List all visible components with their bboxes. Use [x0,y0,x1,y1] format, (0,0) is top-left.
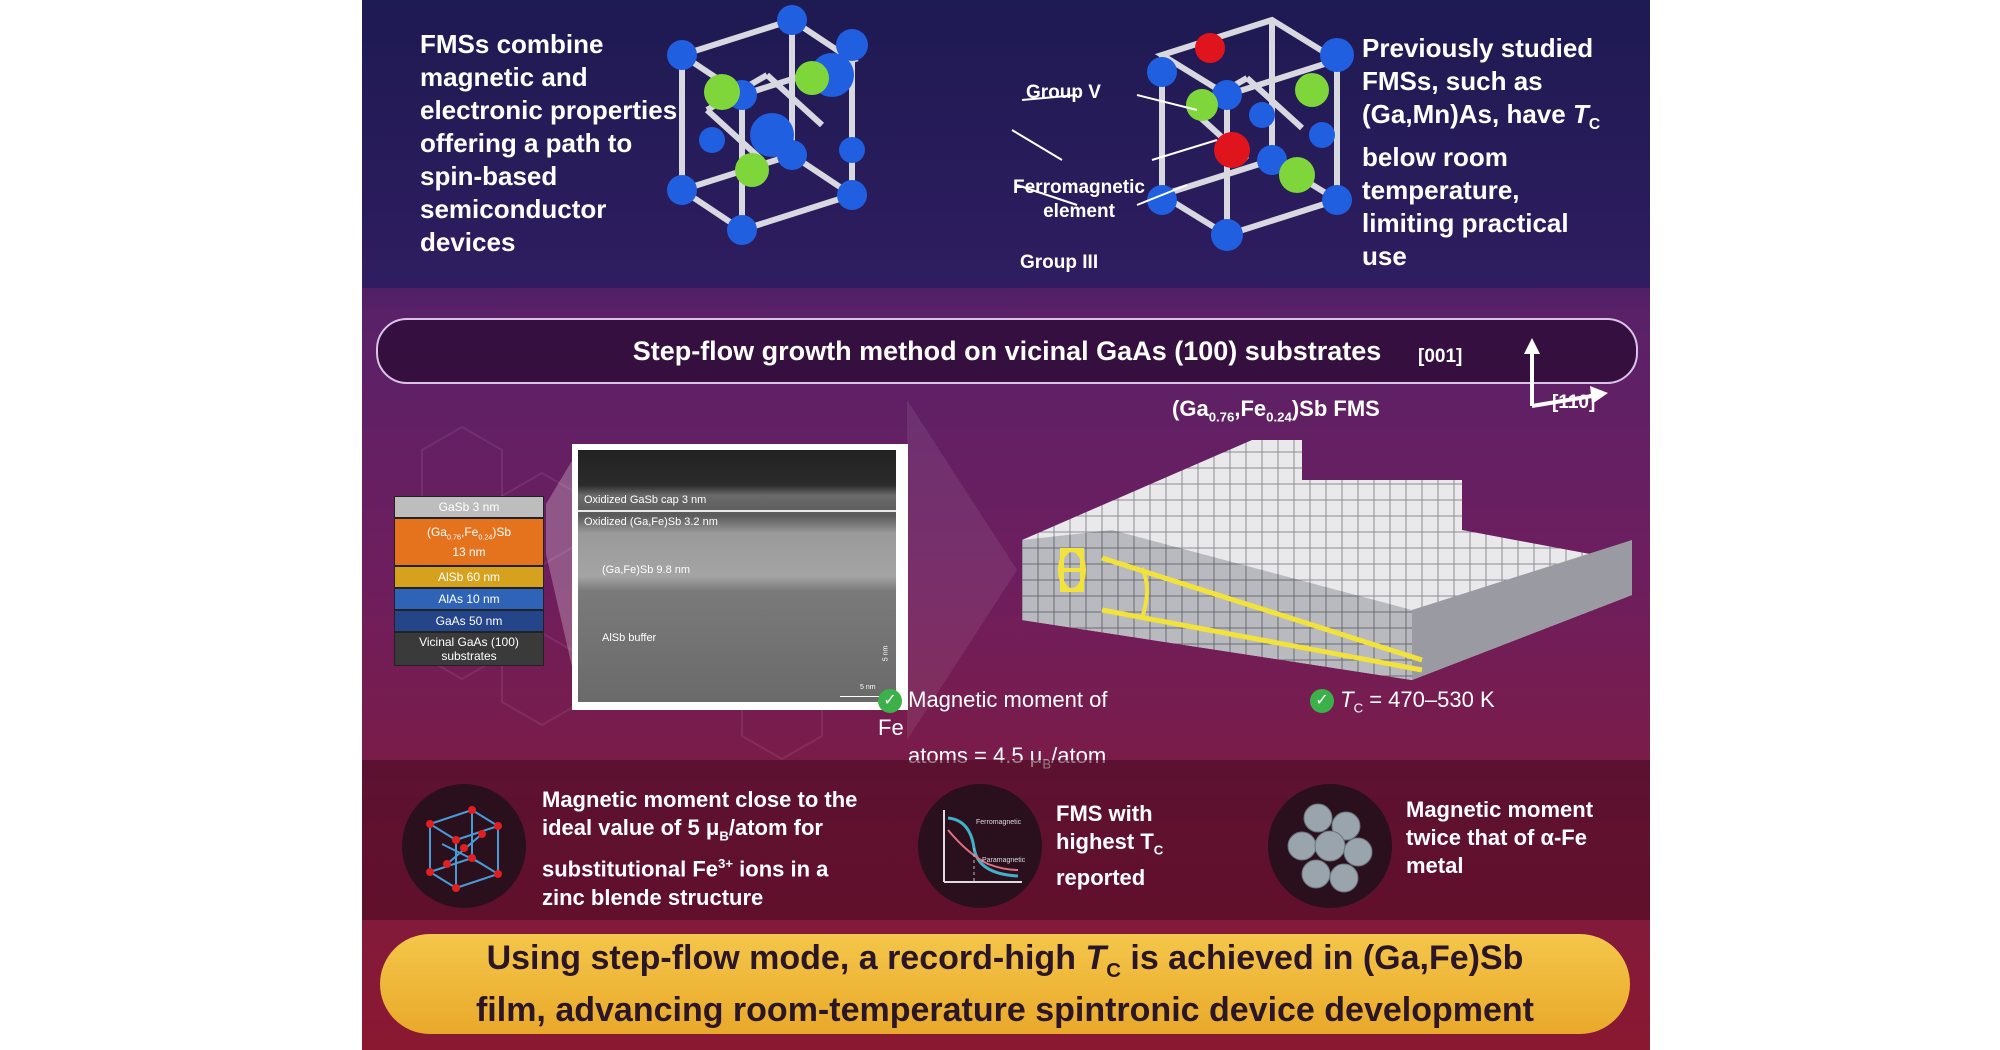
result-2-sub: C [1353,700,1364,716]
layer-alsb: AlSb 60 nm [394,566,544,588]
tc-subscript: C [1588,116,1601,134]
label-leaders [1011,94,1218,206]
chevron-arrow [907,400,1017,740]
axis-001-label: [001] [1418,346,1463,367]
film-title-pre: (Ga [1172,396,1209,421]
prior-fms-text: Previously studied FMSs, such as (Ga,Mn)… [1362,32,1612,273]
feature-1-sub: B [719,828,729,844]
tem-scale-v: 5 nm [882,645,890,662]
check-icon: ✓ [1310,689,1334,714]
curve-label-ferro: Ferromagnetic [976,819,1022,826]
feature-1-b: /atom for substitutional Fe [542,815,823,882]
tem-label-oxidized: Oxidized (Ga,Fe)Sb 3.2 nm [584,516,718,528]
crystal-structures [667,5,1354,251]
film-title-sub1: 0.76 [1208,409,1235,425]
tem-scale-h: 5 nm [860,684,876,691]
top-section [362,0,1650,288]
check-icon: ✓ [878,689,902,714]
intro-text: FMSs combine magnetic and electronic pro… [420,29,685,257]
tem-scale-bar [840,696,886,697]
tc-symbol: T [1572,99,1589,129]
layer-alas-label: AlAs 10 nm [438,592,500,606]
zinc-blende-icon [402,784,526,908]
label-ferromagnetic-element: Ferromagnetic element [1013,177,1145,222]
tem-image: Oxidized GaSb cap 3 nm Oxidized (Ga,Fe)S… [572,444,908,710]
curve-label-para: Paramagnetic [982,857,1026,864]
feature-1-text: Magnetic moment close to the ideal value… [542,786,862,912]
feature-2-a: FMS with highest T [1056,801,1154,854]
layer-gasb-label: GaSb 3 nm [438,500,500,514]
layer-substrate-label: Vicinal GaAs (100) substrates [419,635,519,663]
feature-3-text: Magnetic moment twice that of α-Fe metal [1406,797,1594,878]
alpha-fe-icon [1268,784,1392,908]
crystal-right [1154,16,1345,239]
result-1-line1: Magnetic moment of Fe [878,687,1108,740]
infographic: FMSs combine magnetic and electronic pro… [362,0,1650,1050]
film-title-sub2: 0.24 [1266,409,1292,425]
tem-interface-line [578,510,896,512]
layer-substrate: Vicinal GaAs (100) substrates [394,632,544,666]
angle-line-upper [1101,555,1423,663]
layer-alas: AlAs 10 nm [394,588,544,610]
conclusion-1a: Using step-flow mode, a record-high [486,938,1086,977]
angle-line-lower [1101,607,1423,673]
conclusion-1b: is achieved in (Ga,Fe)Sb [1120,938,1524,977]
method-banner: Step-flow growth method on vicinal GaAs … [376,318,1638,384]
conclusion-line-1: Using step-flow mode, a record-high TC i… [487,938,1524,991]
conclusion-sub: C [1106,959,1121,982]
tem-label-cap: Oxidized GaSb cap 3 nm [584,494,707,506]
feature-1-c: ions in a zinc blende structure [542,856,829,910]
layer-gasb: GaSb 3 nm [394,496,544,518]
feature-2-text: FMS with highest TC reported [1056,800,1206,892]
layer-alsb-label: AlSb 60 nm [437,570,501,584]
result-tc: ✓ TC = 470–530 K [1310,686,1530,722]
conclusion-line-2: film, advancing room-temperature spintro… [475,991,1535,1030]
tem-micrograph: Oxidized GaSb cap 3 nm Oxidized (Ga,Fe)S… [578,450,896,702]
film-title-mid: ,Fe [1234,396,1267,421]
result-2-post: = 470–530 K [1363,687,1495,712]
layer-gaas-label: GaAs 50 nm [435,614,503,628]
label-group-v: Group V [1026,82,1101,103]
film-title-post: )Sb FMS [1291,396,1380,421]
tem-label-gafesb: (Ga,Fe)Sb 9.8 nm [602,564,691,576]
film-title: (Ga0.76,Fe0.24)Sb FMS [1172,396,1380,424]
result-2-t: T [1340,687,1354,712]
feature-2-sub: C [1153,842,1164,858]
feature-1-a: Magnetic moment close to the ideal value… [542,787,858,840]
step-flow-blocks [1022,440,1632,680]
layer-gaas: GaAs 50 nm [394,610,544,632]
prior-fms-text-1: Previously studied FMSs, such as (Ga,Mn)… [1362,33,1594,129]
tem-label-buffer: AlSb buffer [602,632,657,644]
feature-2-b: reported [1056,865,1146,891]
crystal-left-atoms [667,5,868,245]
conclusion-banner: Using step-flow mode, a record-high TC i… [380,934,1630,1034]
axis-arrows-icon [1524,338,1608,408]
prior-fms-text-2: below room temperature, limiting practic… [1362,142,1569,272]
conclusion-t: T [1085,938,1107,977]
label-group-iii: Group III [1020,252,1099,273]
axis-110-label: [110] [1552,392,1596,413]
magnetization-curve-icon: Ferromagnetic Paramagnetic [918,784,1042,908]
feature-1-sup: 3+ [718,856,734,872]
